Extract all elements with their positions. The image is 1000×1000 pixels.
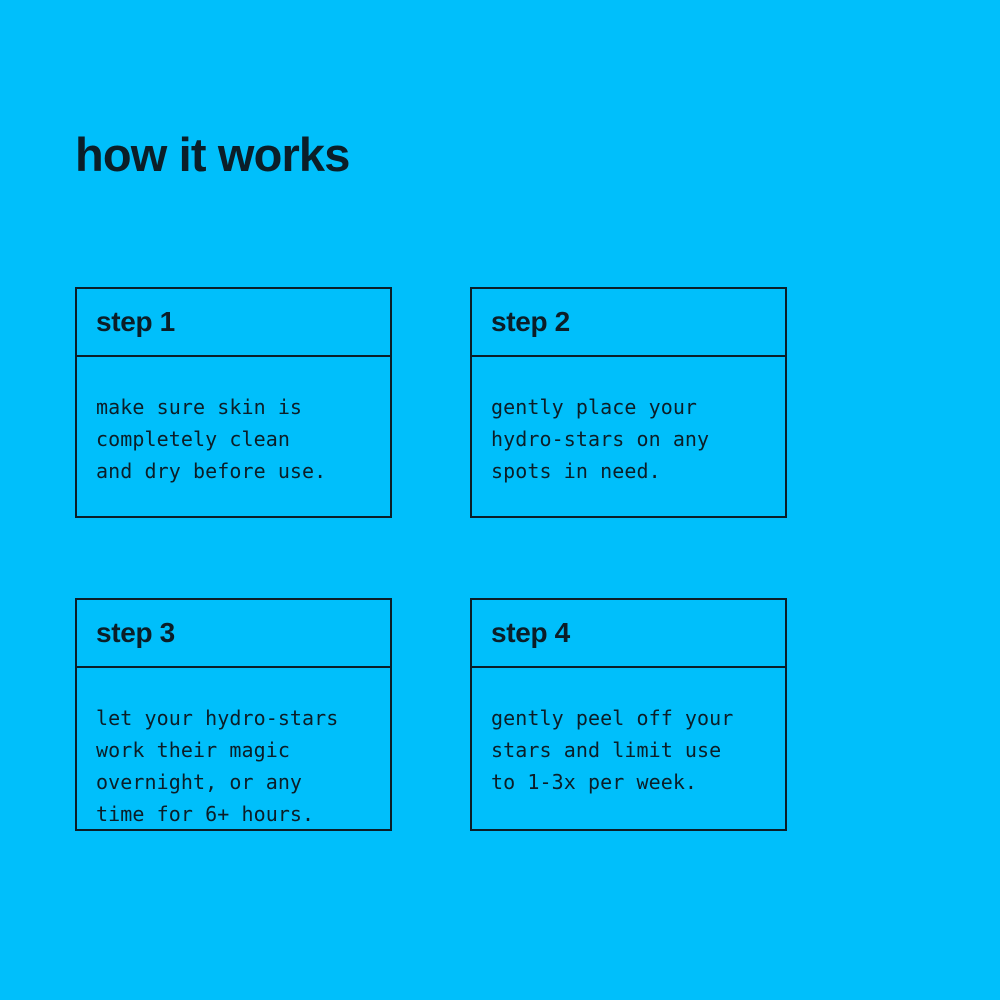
step-card-2-body-text: gently place your hydro-stars on any spo… [491,395,710,483]
step-card-4-body: gently peel off your stars and limit use… [472,668,785,798]
step-card-3-body: let your hydro-stars work their magic ov… [77,668,390,830]
step-card-1-header: step 1 [77,289,390,357]
step-card-2-header: step 2 [472,289,785,357]
step-card-4-header: step 4 [472,600,785,668]
page-title: how it works [75,128,350,182]
step-card-1: step 1 make sure skin is completely clea… [75,287,392,518]
step-card-2-body: gently place your hydro-stars on any spo… [472,357,785,487]
step-card-2: step 2 gently place your hydro-stars on … [470,287,787,518]
step-card-4: step 4 gently peel off your stars and li… [470,598,787,831]
step-card-3-title: step 3 [96,617,175,648]
step-card-2-title: step 2 [491,306,570,337]
step-card-4-title: step 4 [491,617,570,648]
step-card-1-body: make sure skin is completely clean and d… [77,357,390,487]
step-card-1-body-text: make sure skin is completely clean and d… [96,395,327,483]
step-card-3: step 3 let your hydro-stars work their m… [75,598,392,831]
step-card-1-title: step 1 [96,306,175,337]
step-card-4-body-text: gently peel off your stars and limit use… [491,706,734,794]
step-card-3-header: step 3 [77,600,390,668]
step-card-3-body-text: let your hydro-stars work their magic ov… [96,706,339,826]
